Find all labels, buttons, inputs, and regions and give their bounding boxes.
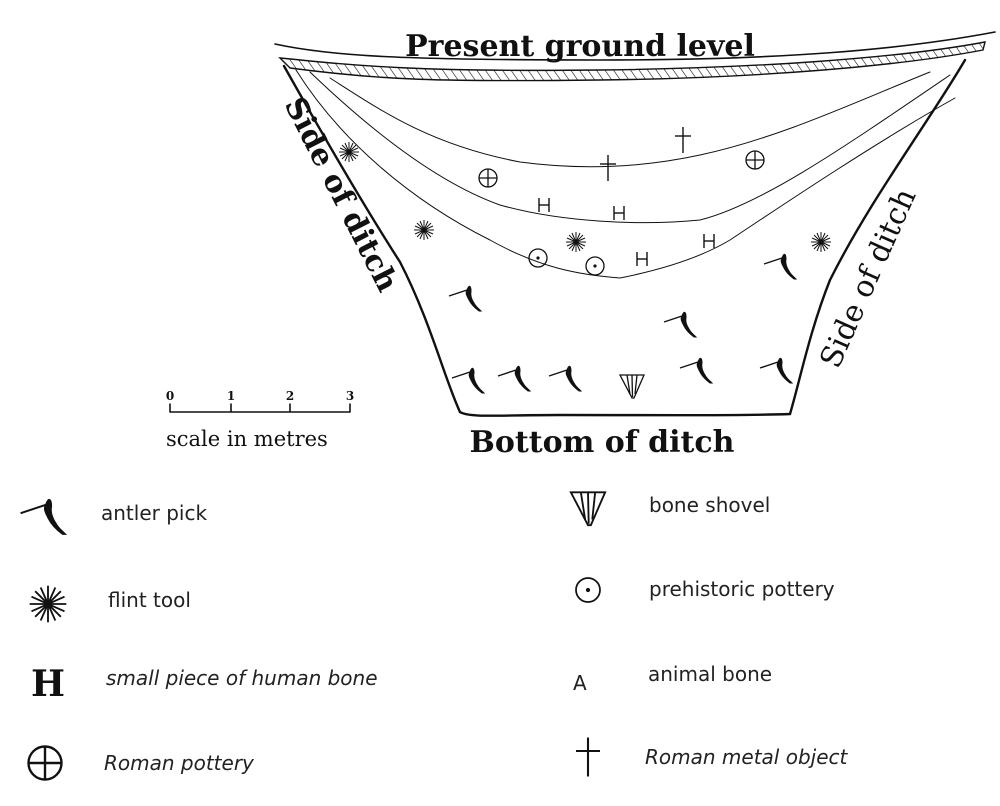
ground-surface-line xyxy=(274,31,996,61)
roman-pottery-marker xyxy=(745,150,765,170)
ditch-bottom xyxy=(458,410,792,417)
finds-markers xyxy=(338,126,832,399)
prehistoric-pottery-marker xyxy=(528,248,548,268)
human-bone-marker xyxy=(636,251,648,267)
roman-pottery-marker xyxy=(478,168,498,188)
human-bone-icon: H xyxy=(31,663,65,705)
antler-pick-marker xyxy=(497,365,531,392)
bottom-of-ditch-label: Bottom of ditch xyxy=(470,425,735,460)
roman-metal-object-icon xyxy=(574,736,602,778)
legend-item-prehistoric-pottery: prehistoric pottery xyxy=(575,577,835,603)
scale-tick-2: 2 xyxy=(286,389,294,403)
antler-pick-marker xyxy=(763,253,797,280)
human-bone-marker xyxy=(538,197,550,213)
legend-label: prehistoric pottery xyxy=(649,577,835,601)
flint-tool-marker xyxy=(810,231,832,253)
legend-label: antler pick xyxy=(101,501,207,525)
legend-label: bone shovel xyxy=(649,493,770,517)
legend: antler pick flint tool H small piece of … xyxy=(19,491,848,781)
scale-tick-1: 1 xyxy=(227,389,235,403)
flint-tool-marker xyxy=(413,219,435,241)
layer-line-2 xyxy=(309,71,951,224)
scale-tick-3: 3 xyxy=(346,389,354,403)
prehistoric-pottery-icon xyxy=(575,577,601,603)
antler-pick-marker xyxy=(448,285,482,312)
legend-label: flint tool xyxy=(108,588,191,612)
topsoil-layer xyxy=(278,41,986,82)
legend-item-roman-metal-object: Roman metal object xyxy=(574,736,848,778)
legend-item-animal-bone: A animal bone xyxy=(573,662,772,695)
ditch-right-side xyxy=(788,58,967,416)
layer-line-1 xyxy=(329,71,931,168)
scale-tick-0: 0 xyxy=(166,389,174,403)
legend-label: Roman pottery xyxy=(104,751,255,775)
animal-bone-icon: A xyxy=(573,671,587,695)
legend-item-bone-shovel: bone shovel xyxy=(569,491,770,527)
legend-item-roman-pottery: Roman pottery xyxy=(27,745,255,781)
ditch-left-side xyxy=(282,64,462,414)
legend-label: Roman metal object xyxy=(645,745,848,769)
flint-tool-marker xyxy=(338,141,360,163)
roman-metal-object-marker xyxy=(674,126,692,154)
legend-label: small piece of human bone xyxy=(106,666,378,690)
antler-pick-marker xyxy=(548,365,582,392)
scale-caption: scale in metres xyxy=(166,427,328,451)
prehistoric-pottery-marker xyxy=(585,256,605,276)
roman-metal-object-marker xyxy=(599,154,617,182)
antler-pick-marker xyxy=(663,311,697,338)
legend-item-antler-pick: antler pick xyxy=(19,498,207,536)
legend-item-flint-tool: flint tool xyxy=(28,584,191,624)
roman-pottery-icon xyxy=(27,745,63,781)
legend-item-human-bone: H small piece of human bone xyxy=(31,663,378,705)
scale-bar: 0 1 2 3 scale in metres xyxy=(166,389,354,451)
layer-line-3 xyxy=(295,69,956,279)
flint-tool-icon xyxy=(28,584,68,624)
human-bone-marker xyxy=(703,233,715,249)
left-side-label: Side of ditch xyxy=(277,92,405,298)
flint-tool-marker xyxy=(565,231,587,253)
human-bone-marker xyxy=(613,205,625,221)
antler-pick-marker xyxy=(679,357,713,384)
antler-pick-marker xyxy=(451,367,485,394)
bone-shovel-icon xyxy=(569,491,607,527)
antler-pick-icon xyxy=(19,498,67,536)
ground-level-label: Present ground level xyxy=(405,29,755,64)
antler-pick-marker xyxy=(759,357,793,384)
bone-shovel-marker xyxy=(619,374,645,399)
legend-label: animal bone xyxy=(648,662,772,686)
